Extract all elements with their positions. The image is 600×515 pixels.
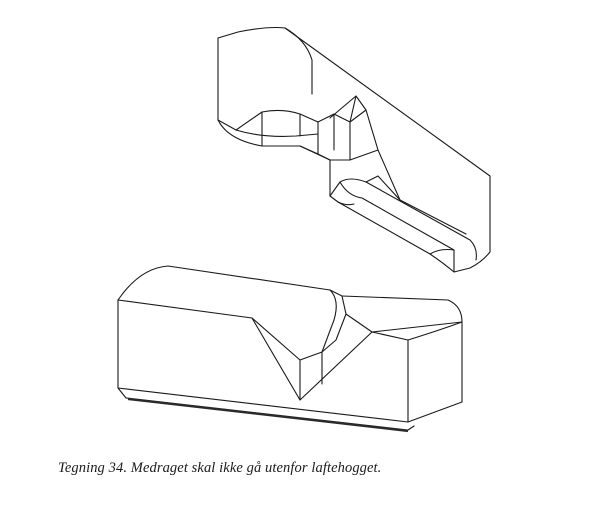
lower-log-notch	[252, 318, 372, 400]
upper-log-left-face	[218, 38, 236, 130]
figure-caption: Tegning 34. Medraget skal ikke gå utenfo…	[58, 460, 382, 476]
upper-log	[218, 28, 490, 273]
lower-log-base-shadow	[128, 399, 408, 431]
upper-log-outline	[218, 28, 490, 273]
lower-log-right-face	[408, 322, 462, 422]
upper-log-top-edge	[285, 28, 312, 94]
lower-log-top	[118, 266, 330, 300]
upper-log-groove	[330, 179, 476, 260]
lower-log	[118, 266, 462, 430]
upper-log-left-curve	[218, 120, 318, 154]
